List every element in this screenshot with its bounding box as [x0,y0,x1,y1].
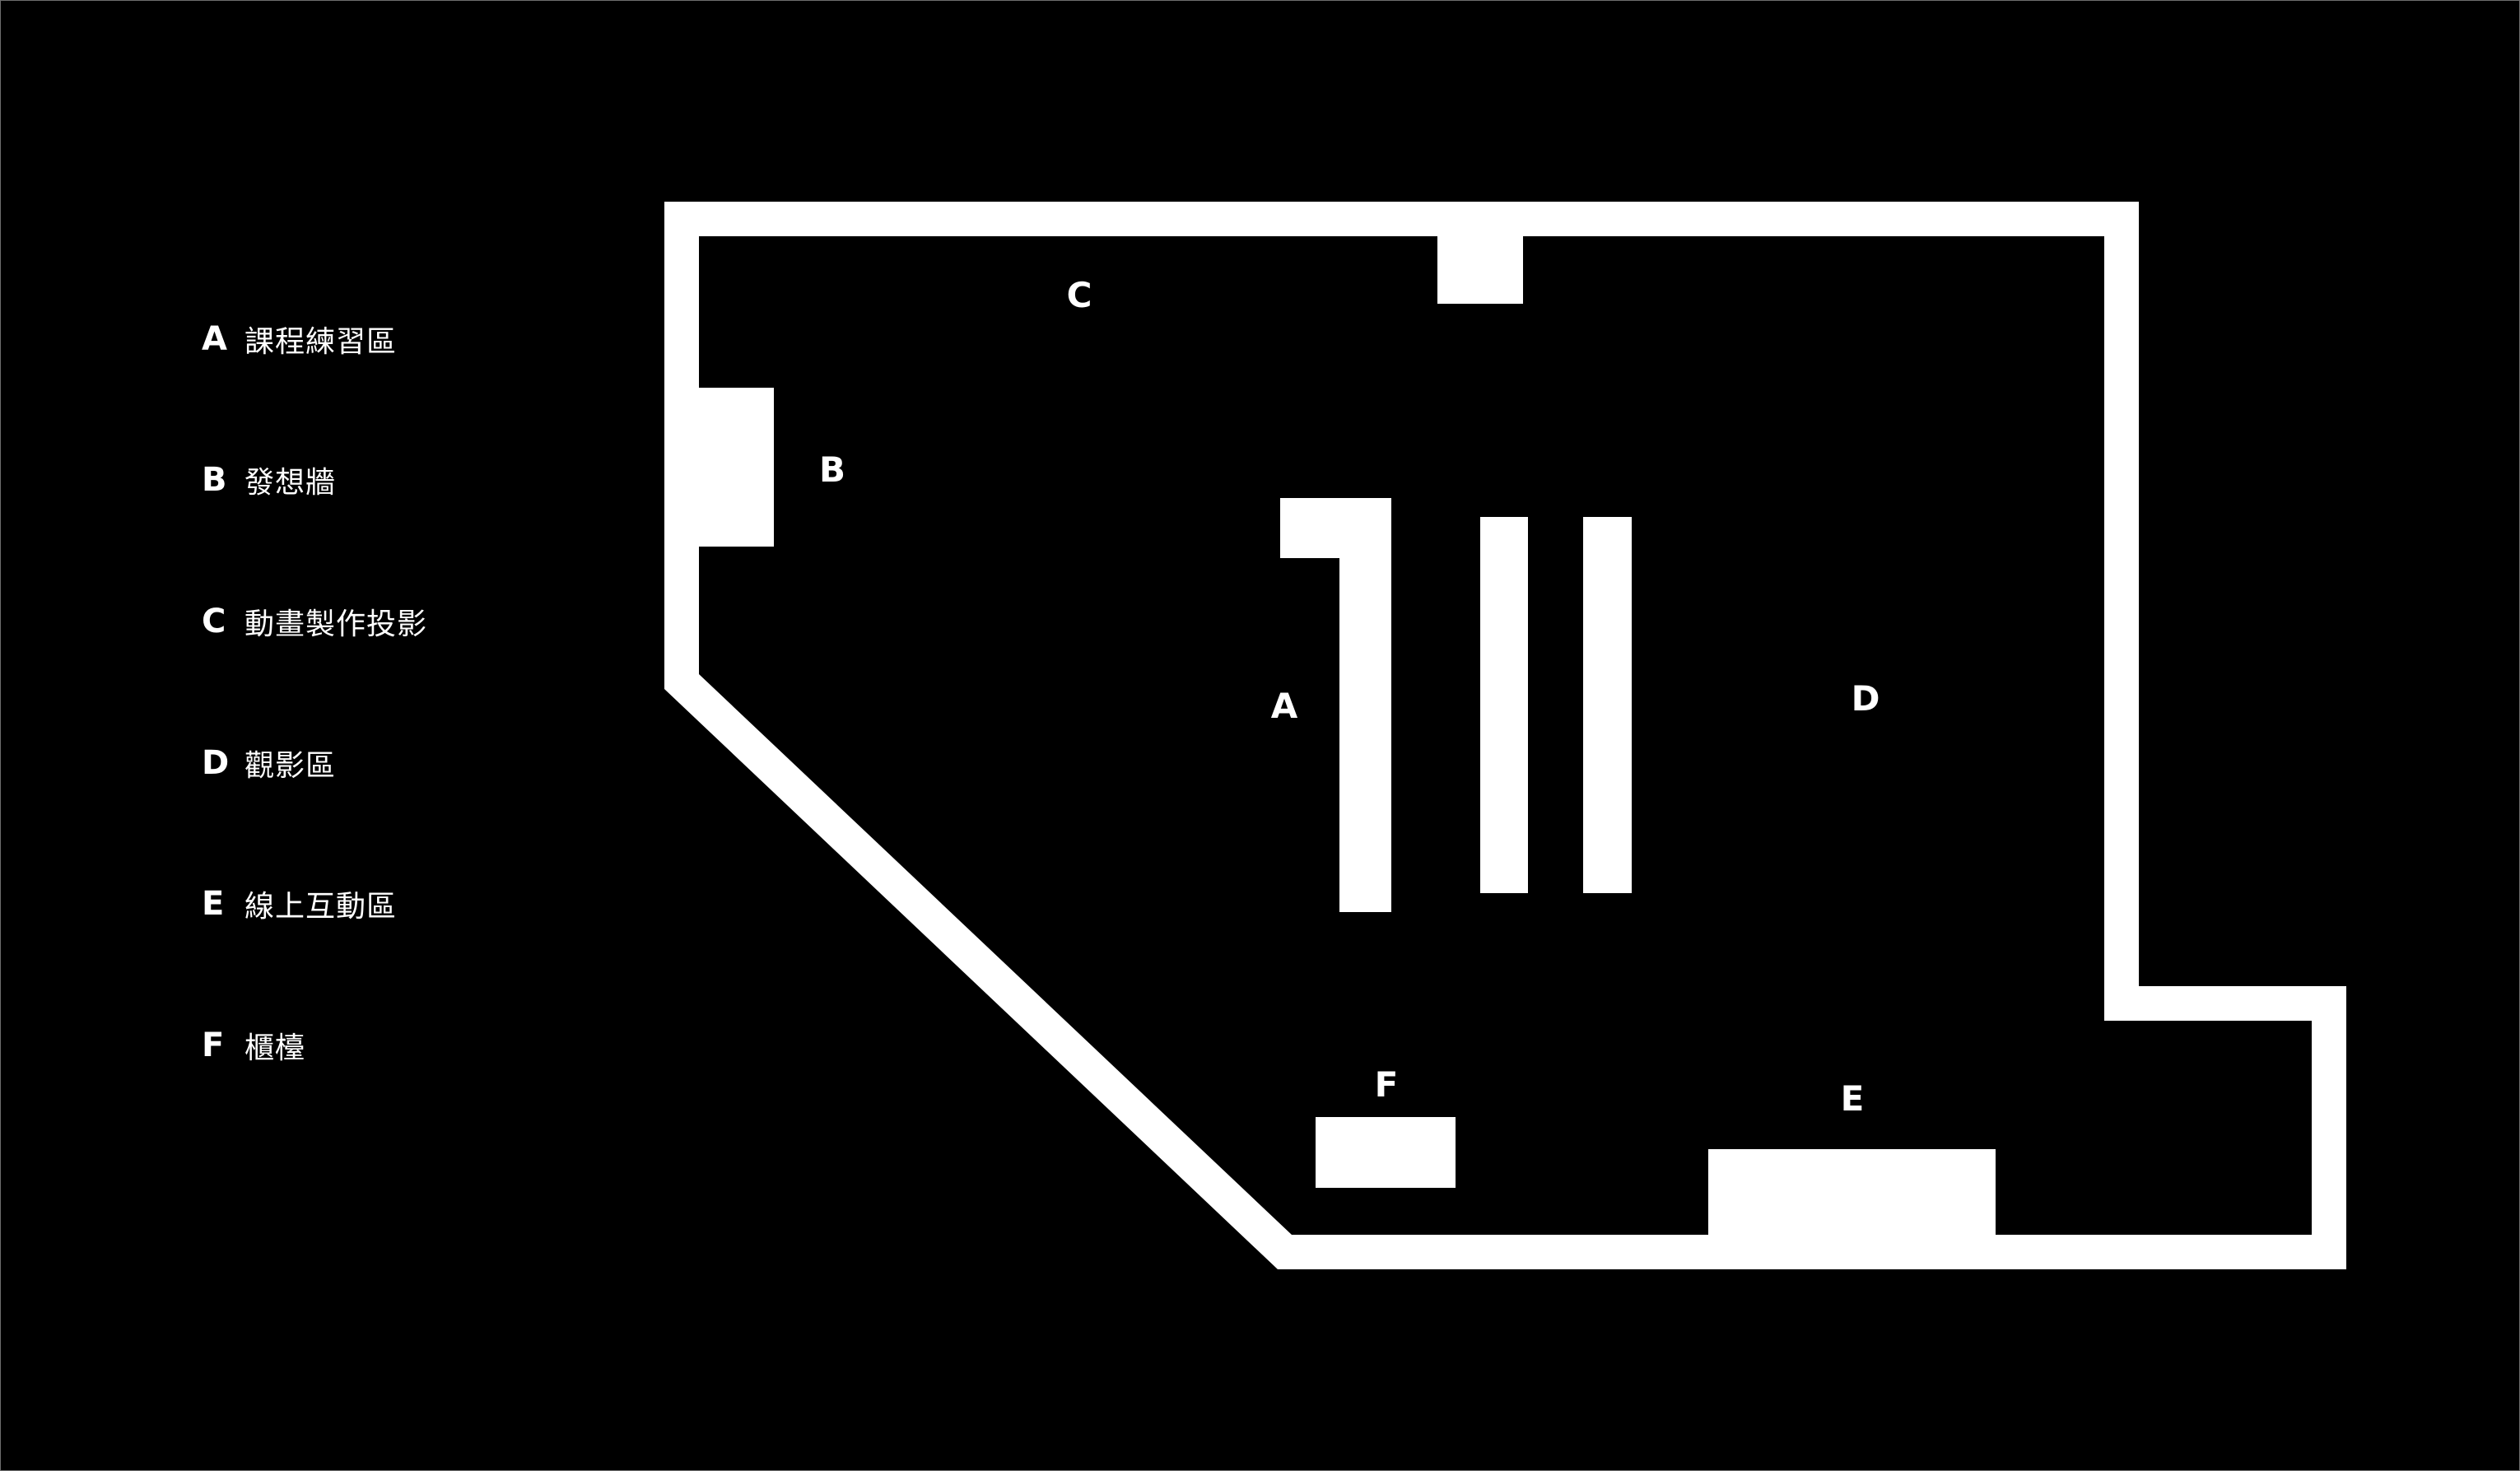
zone-a-table-3 [1583,517,1632,893]
legend-label: 課程練習區 [245,325,398,359]
zone-e-block [1708,1149,1996,1236]
zone-a-table-2 [1480,517,1528,893]
legend-item-d: D 觀影區 [202,742,336,784]
legend-label: 觀影區 [245,749,337,783]
legend-item-e: E 線上互動區 [202,883,397,924]
zone-label-f: F [1374,1064,1399,1105]
legend-letter: D [202,744,230,782]
zone-label-e: E [1840,1078,1865,1119]
top-pillar [1437,236,1523,304]
legend-item-a: A 課程練習區 [202,319,397,360]
zone-label-c: C [1066,275,1092,315]
zone-b-idea-wall [699,388,774,547]
zone-label-a: A [1270,686,1298,726]
zone-f-counter [1316,1117,1456,1188]
legend-letter: E [202,885,225,923]
zone-label-d: D [1851,678,1880,719]
legend-item-b: B 發想牆 [202,459,336,500]
legend-label: 發想牆 [245,466,337,500]
zone-a-small-block [1280,498,1340,558]
legend-label: 櫃檯 [245,1031,306,1065]
legend-item-f: F 櫃檯 [202,1025,305,1066]
legend-label: 線上互動區 [245,890,398,924]
legend-letter: B [202,461,227,499]
legend-letter: A [202,320,227,358]
legend-letter: F [202,1026,225,1064]
zone-a-table-1 [1339,498,1391,912]
zone-label-b: B [818,449,846,490]
legend-label: 動畫製作投影 [245,607,428,641]
legend-letter: C [202,603,226,640]
legend-item-c: C 動畫製作投影 [202,601,427,642]
